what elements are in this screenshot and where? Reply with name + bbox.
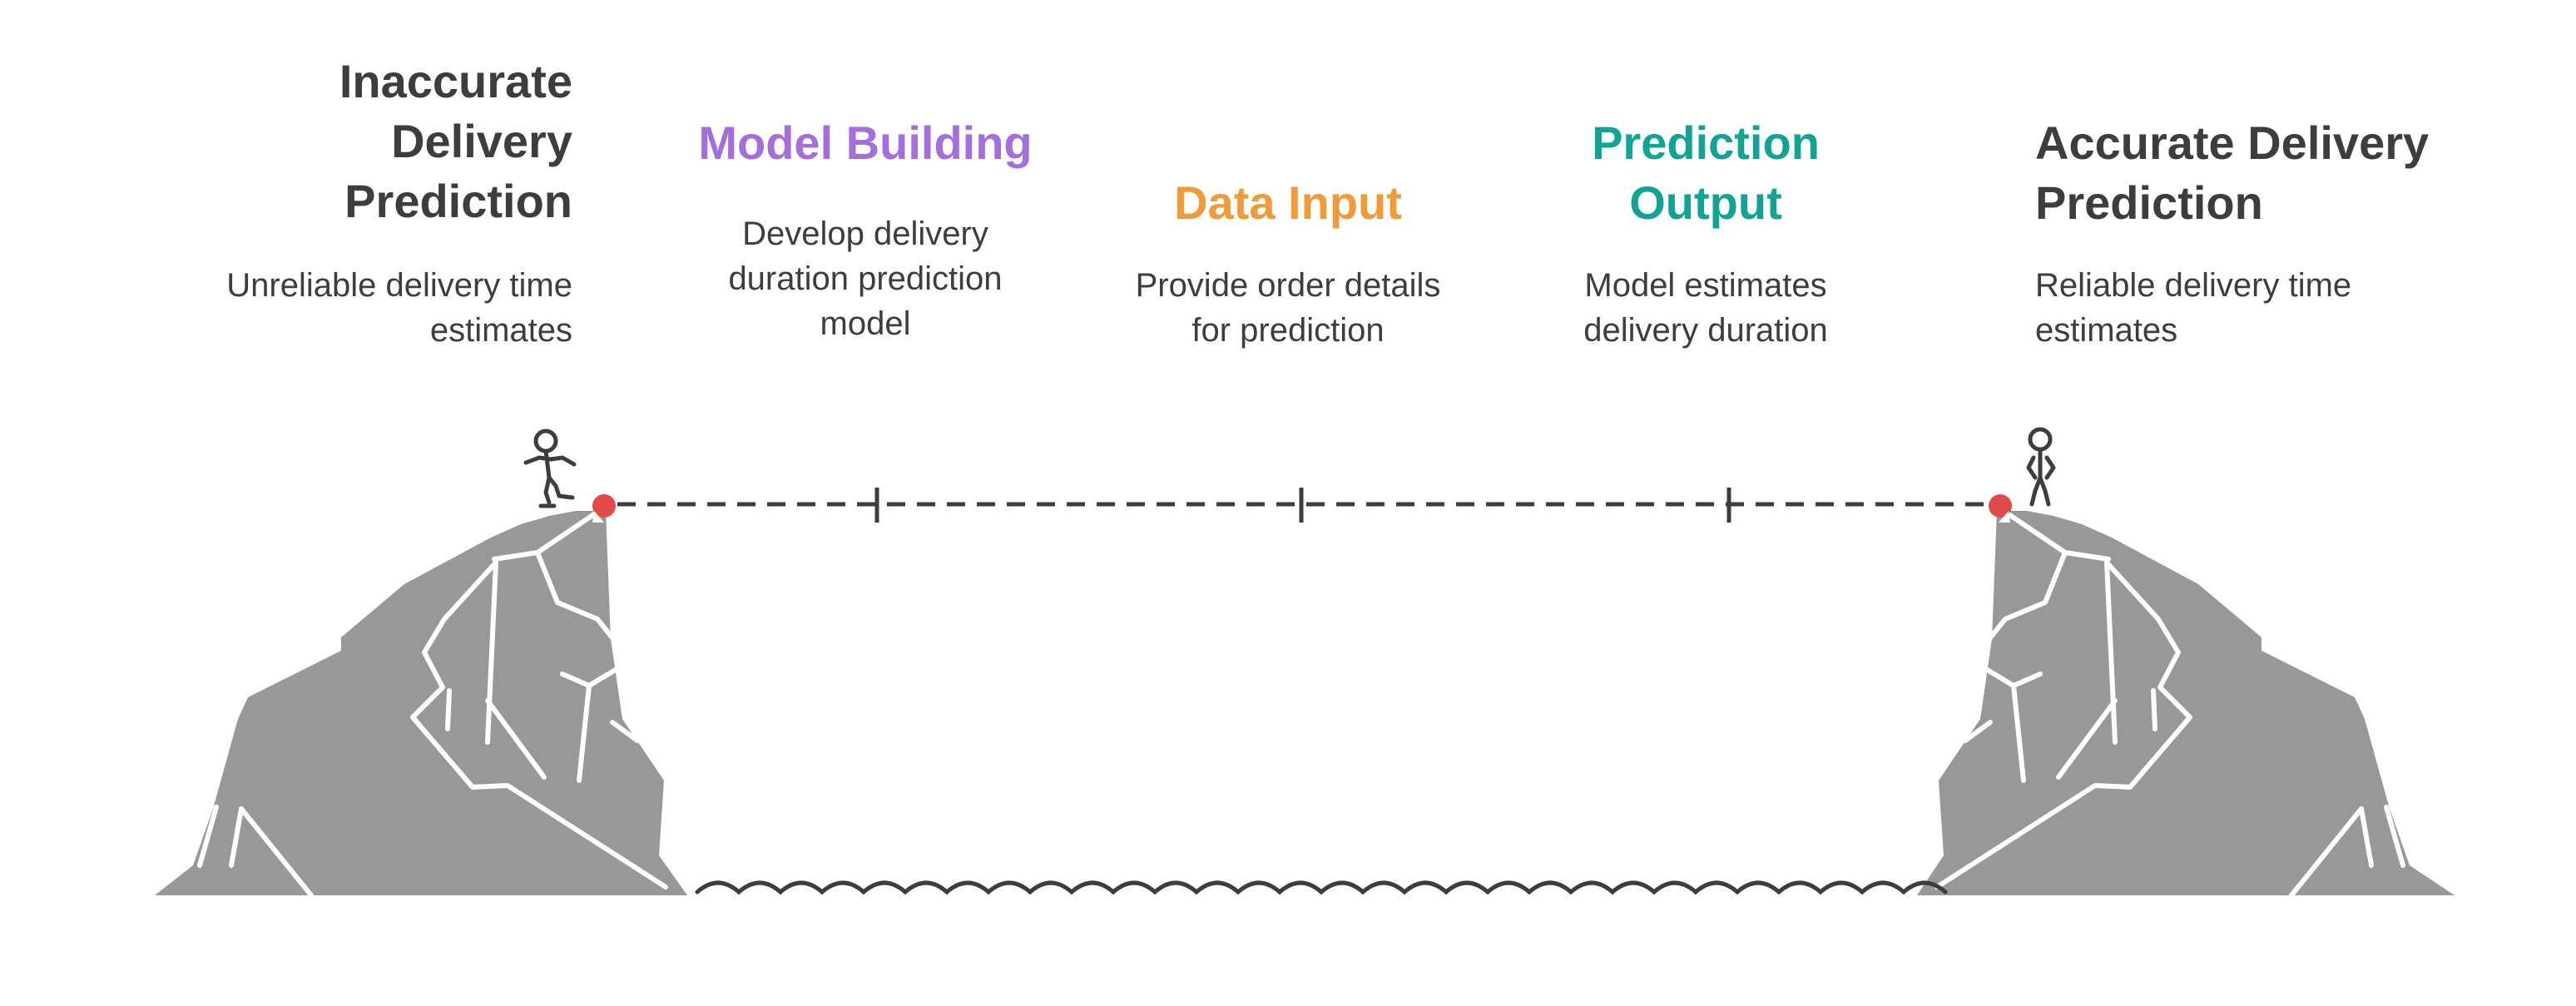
prediction-output-description: Model estimates delivery duration <box>1583 267 1828 349</box>
prediction-output-title: Prediction Output <box>1592 116 1820 229</box>
standing-stick-figure-icon <box>2026 427 2056 507</box>
left-anchor-marker <box>592 494 616 523</box>
walking-stick-figure-icon <box>523 429 577 508</box>
end-stage-title: Accurate Delivery Prediction <box>2035 116 2430 229</box>
right-anchor-marker <box>1989 494 2012 523</box>
wave-icon <box>695 880 1948 895</box>
end-stage-description: Reliable delivery time estimates <box>2035 267 2352 349</box>
right-cliff <box>1917 511 2455 898</box>
model-building-title: Model Building <box>698 116 1033 169</box>
start-stage-description: Unreliable delivery time estimates <box>226 267 572 349</box>
left-cliff <box>155 511 687 898</box>
data-input-description: Provide order details for prediction <box>1135 267 1441 349</box>
data-input-title: Data Input <box>1174 176 1402 229</box>
model-building-description: Develop delivery duration prediction mod… <box>728 216 1003 342</box>
start-stage-title: Inaccurate Delivery Prediction <box>339 55 572 227</box>
